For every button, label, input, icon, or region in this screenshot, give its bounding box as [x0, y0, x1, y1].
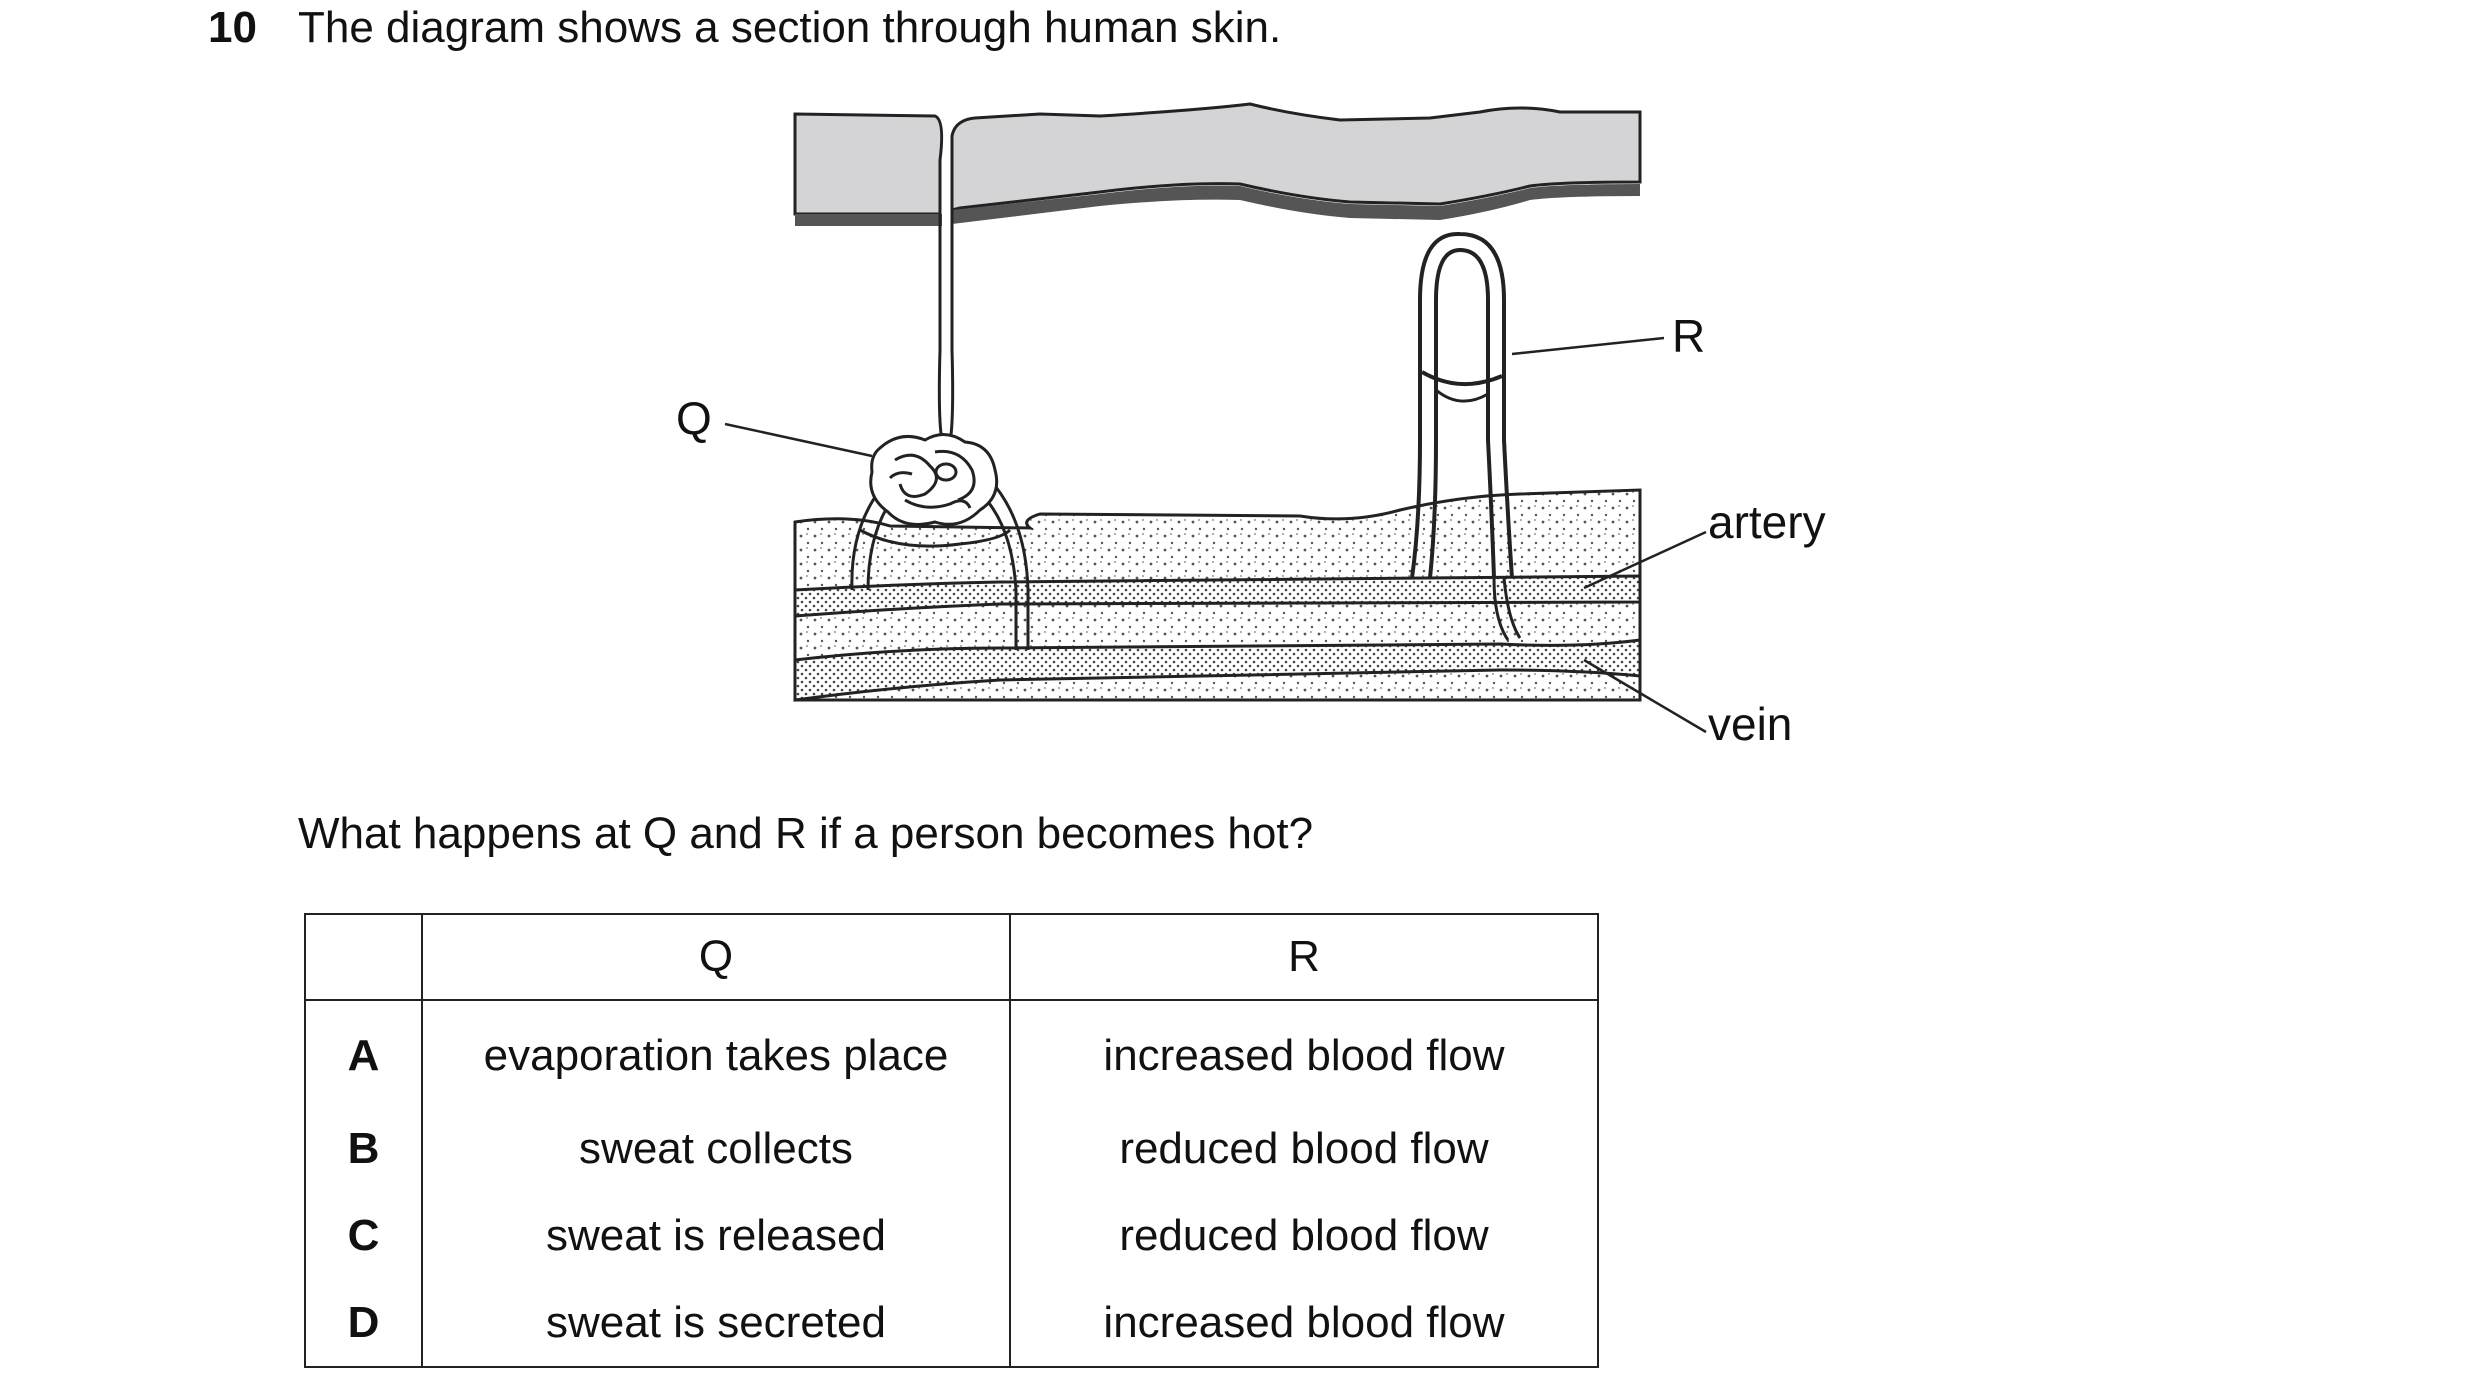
label-q: Q — [676, 392, 712, 444]
option-q-cell: evaporation takes place — [421, 1000, 1011, 1105]
vein-leader-line — [1583, 658, 1707, 734]
r-leader-line — [1511, 336, 1665, 356]
artery-leader-line — [1583, 530, 1707, 590]
question-text: The diagram shows a section through huma… — [298, 3, 1282, 52]
sweat-gland-coil — [869, 433, 999, 526]
vein-vessel — [793, 638, 1642, 702]
label-vein: vein — [1708, 698, 1792, 750]
skin-section-diagram: Q R artery vein — [676, 102, 1826, 750]
option-q-cell: sweat is released — [421, 1192, 1011, 1279]
q-leader-line — [724, 422, 873, 458]
option-letter: D — [304, 1279, 423, 1368]
question-number: 10 — [208, 3, 257, 52]
question-prompt: What happens at Q and R if a person beco… — [298, 809, 1314, 858]
table-row: A evaporation takes place increased bloo… — [304, 1000, 1599, 1105]
table-row: D sweat is secreted increased blood flow — [304, 1279, 1599, 1368]
option-r-cell: increased blood flow — [1009, 1000, 1599, 1105]
answer-table: Q R A evaporation takes place increased … — [304, 913, 1599, 1368]
option-letter: A — [304, 1000, 423, 1105]
table-row: B sweat collects reduced blood flow — [304, 1105, 1599, 1192]
option-q-cell: sweat is secreted — [421, 1279, 1011, 1368]
table-row: C sweat is released reduced blood flow — [304, 1192, 1599, 1279]
option-letter: B — [304, 1105, 423, 1192]
option-letter: C — [304, 1192, 423, 1279]
option-r-cell: increased blood flow — [1009, 1279, 1599, 1368]
option-r-cell: reduced blood flow — [1009, 1192, 1599, 1279]
header-cell-q: Q — [421, 913, 1011, 1001]
header-cell-r: R — [1009, 913, 1599, 1001]
label-artery: artery — [1708, 496, 1826, 548]
epidermis — [793, 102, 1642, 226]
option-q-cell: sweat collects — [421, 1105, 1011, 1192]
header-cell-letter — [304, 913, 423, 1001]
table-header-row: Q R — [304, 913, 1599, 1001]
option-r-cell: reduced blood flow — [1009, 1105, 1599, 1192]
capillary-loop — [1410, 231, 1522, 641]
label-r: R — [1672, 310, 1705, 362]
